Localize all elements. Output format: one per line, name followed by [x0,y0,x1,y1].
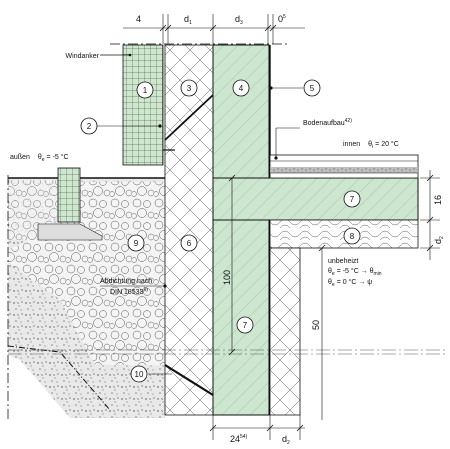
label-unbeheizt: unbeheizt [328,258,358,265]
svg-text:6: 6 [187,239,192,248]
marker-8: 8 [343,227,361,245]
svg-text:d2: d2 [433,236,445,244]
marker-2: 2 [80,117,98,135]
plinth-brick [57,167,81,223]
svg-text:2: 2 [87,122,92,131]
dim-slab-16: 16 [433,195,443,205]
marker-5: 5 [303,79,321,97]
svg-text:05: 05 [278,14,286,24]
floor-buildup [269,154,419,179]
label-unbeheizt-line2: θe= 0 °C → ψ [328,278,372,288]
top-dimension-chain: 4 d1 d3 05 [123,14,305,44]
label-abdichtung-2: DIN 185336) [110,287,148,296]
dim-top-4: 4 [136,14,141,24]
marker-7-slab: 7 [343,190,361,208]
svg-text:2454): 2454) [230,434,248,444]
marker-4: 4 [232,79,250,97]
svg-text:d2: d2 [282,434,290,446]
marker-7-wall: 7 [236,316,254,334]
svg-text:4: 4 [136,14,141,24]
svg-text:3: 3 [187,84,192,93]
leader-lines [97,86,303,375]
component-markers: 1 2 3 4 5 6 7 7 8 9 10 [80,79,361,383]
plinth-wedge [37,223,103,241]
marker-9: 9 [127,234,145,252]
marker-3: 3 [180,79,198,97]
svg-text:10: 10 [135,370,144,379]
svg-text:1: 1 [143,86,148,95]
inner-wall-insulation [269,247,301,416]
waterproofing-line [164,364,214,396]
svg-text:4: 4 [239,84,244,93]
marker-10: 10 [130,365,148,383]
label-windanker: Windanker [66,53,100,60]
svg-text:5: 5 [310,84,315,93]
dim-height-100: 100 [222,270,232,285]
label-abdichtung-1: Abdichtung nach [100,278,152,285]
svg-text:7: 7 [243,321,248,330]
svg-text:d3: d3 [235,14,243,26]
svg-text:d1: d1 [184,14,192,26]
wall-insulation [164,44,214,416]
wind-anchor-diagonal [164,94,214,141]
concrete-wall [212,44,270,416]
floor-slab [212,177,419,221]
marker-6: 6 [180,234,198,252]
bottom-dimension-chain: 2454) d2 [209,415,305,446]
label-bodenaufbau: Bodenaufbau42) [303,118,352,127]
svg-text:9: 9 [134,239,139,248]
right-dimension-chain: 16 d2 50 100 [222,170,445,420]
marker-1: 1 [136,81,154,99]
label-unbeheizt-line1: θe= -5 °C → θmin [328,267,382,277]
dim-depth-50: 50 [311,320,321,330]
svg-text:7: 7 [350,195,355,204]
svg-text:8: 8 [350,232,355,241]
brick-veneer [122,44,164,166]
